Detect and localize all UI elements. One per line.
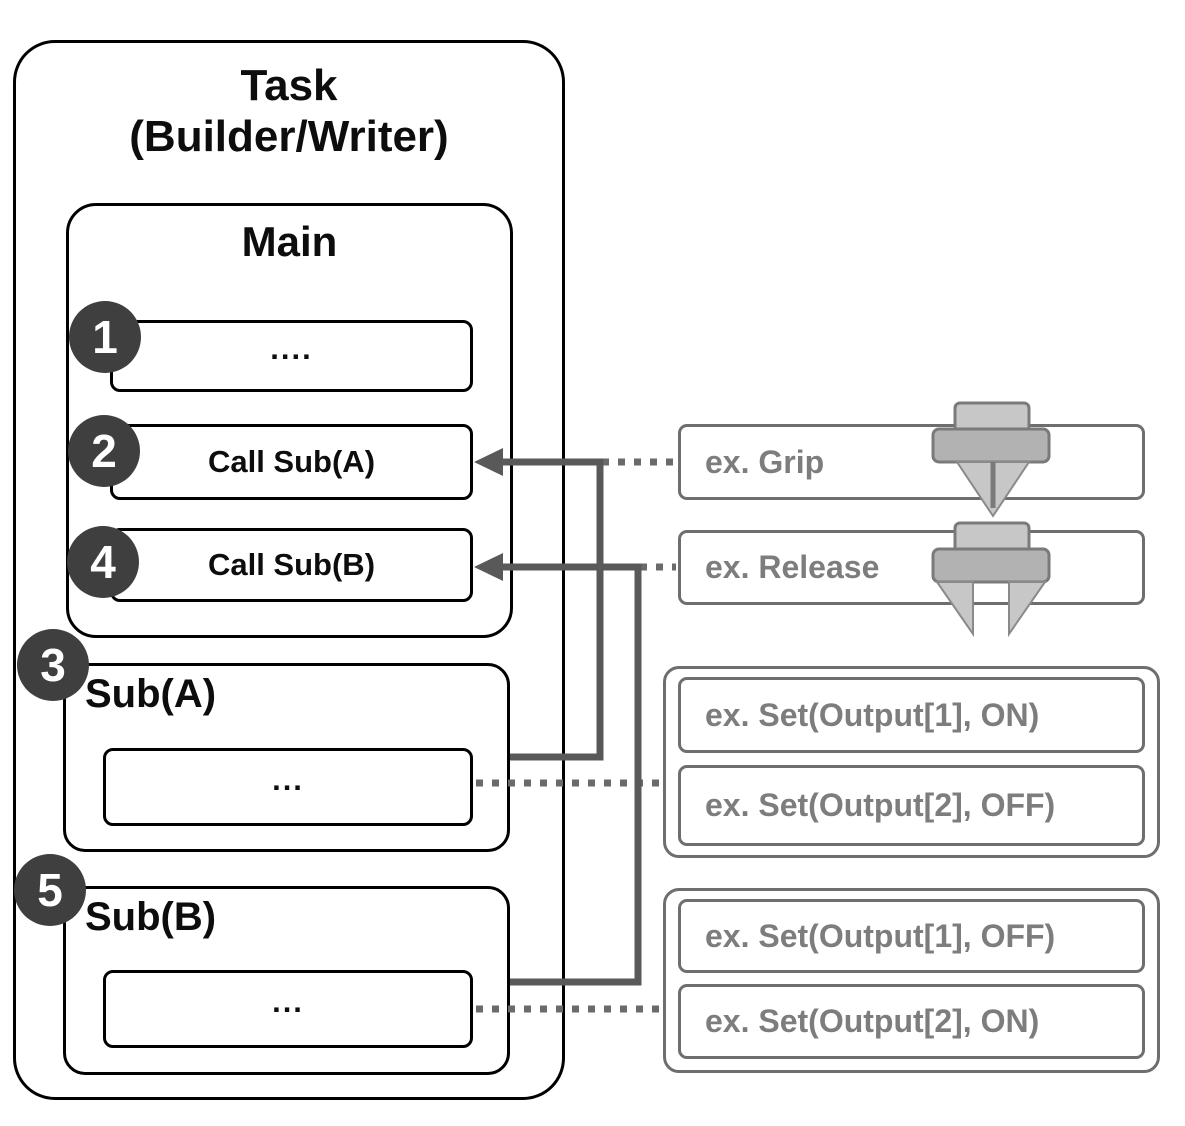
example-grip-box: ex. Grip [678, 424, 1145, 500]
example-release-label: ex. Release [705, 549, 880, 585]
example-set-output2-on-label: ex. Set(Output[2], ON) [705, 1003, 1040, 1039]
sub-a-body-label: ... [272, 762, 304, 797]
main-step-3-label: Call Sub(B) [207, 547, 376, 582]
step-badge-1: 1 [69, 301, 141, 373]
task-title-line1: Task [240, 61, 338, 110]
sub-a-body-box: ... [103, 748, 473, 826]
main-step-2-label: Call Sub(A) [207, 444, 376, 479]
step-badge-2: 2 [68, 415, 140, 487]
step-badge-4: 4 [67, 526, 139, 598]
sub-b-body-label: ... [272, 984, 304, 1019]
main-step-1-box: .... [110, 320, 473, 392]
example-grip-label: ex. Grip [705, 443, 825, 480]
example-set-output1-off-box: ex. Set(Output[1], OFF) [678, 899, 1145, 973]
step-badge-3: 3 [17, 629, 89, 701]
sub-b-title: Sub(B) [85, 895, 217, 939]
example-release-box: ex. Release [678, 530, 1145, 605]
main-step-call-sub-a: Call Sub(A) [110, 424, 473, 500]
main-block-title: Main [241, 218, 338, 265]
example-set-output1-off-label: ex. Set(Output[1], OFF) [705, 917, 1056, 954]
sub-a-title: Sub(A) [85, 672, 217, 716]
example-set-output1-on-box: ex. Set(Output[1], ON) [678, 677, 1145, 753]
example-set-output2-off-box: ex. Set(Output[2], OFF) [678, 765, 1145, 846]
example-set-output2-off-label: ex. Set(Output[2], OFF) [705, 787, 1056, 823]
main-step-call-sub-b: Call Sub(B) [110, 528, 473, 602]
main-step-1-label: .... [270, 331, 313, 366]
step-badge-5: 5 [14, 854, 86, 926]
sub-b-body-box: ... [103, 970, 473, 1048]
example-set-output2-on-box: ex. Set(Output[2], ON) [678, 984, 1145, 1059]
task-title-line2: (Builder/Writer) [129, 112, 449, 162]
task-title: Task (Builder/Writer) [13, 60, 565, 162]
example-set-output1-on-label: ex. Set(Output[1], ON) [705, 696, 1040, 733]
